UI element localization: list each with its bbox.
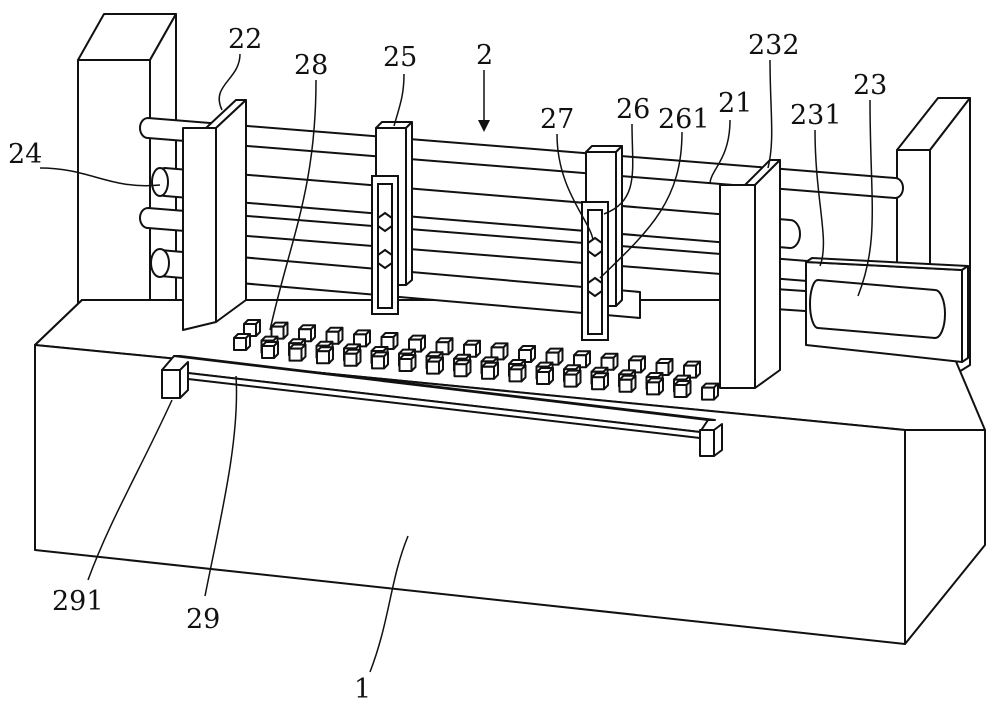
small-block (508, 364, 527, 383)
label-27: 27 (540, 104, 574, 135)
leader-28 (269, 79, 317, 331)
leader-261 (599, 131, 683, 279)
small-block (673, 380, 692, 398)
small-block (646, 377, 664, 396)
small-block (316, 346, 334, 365)
small-block (371, 351, 389, 370)
left-end-plate (182, 99, 247, 331)
leader-25 (393, 73, 405, 127)
base-block (34, 299, 986, 645)
small-block (343, 348, 362, 367)
label-1: 1 (354, 674, 371, 704)
small-block (536, 367, 554, 385)
small-block (426, 356, 444, 375)
rail-29 (161, 355, 723, 457)
label-291: 291 (52, 586, 104, 617)
leader-232 (767, 59, 773, 169)
small-block (481, 361, 499, 380)
label-231: 231 (790, 100, 842, 131)
small-block (261, 341, 279, 359)
label-21: 21 (718, 88, 752, 119)
leader-29 (204, 375, 238, 597)
label-2: 2 (476, 40, 493, 71)
leader-23 (857, 99, 874, 297)
leader-lines (39, 53, 874, 673)
label-24: 24 (8, 139, 42, 170)
small-block (683, 360, 701, 379)
small-block (298, 324, 316, 343)
leader-26 (603, 123, 634, 215)
label-23: 23 (853, 70, 887, 101)
slider-block-25 (371, 121, 413, 315)
leader-1 (369, 535, 409, 673)
small-block (453, 359, 472, 378)
label-25: 25 (383, 42, 417, 73)
label-29: 29 (186, 604, 220, 635)
label-232: 232 (748, 30, 800, 61)
small-block (573, 350, 591, 369)
small-block (563, 369, 582, 388)
block-row (233, 319, 719, 401)
leader-291 (87, 399, 173, 581)
small-block (618, 374, 637, 393)
label-26: 26 (616, 94, 650, 125)
guide-rods (139, 117, 904, 319)
small-block (591, 372, 609, 391)
right-end-plate (719, 159, 781, 389)
small-block (435, 337, 454, 356)
leader-22 (218, 53, 241, 111)
arrow-2 (478, 120, 490, 132)
small-block (701, 382, 719, 401)
leader-21 (709, 119, 731, 185)
slider-block-26 (581, 145, 623, 341)
label-261: 261 (658, 104, 710, 135)
small-block (288, 343, 307, 362)
small-block (380, 332, 399, 350)
leader-231 (814, 129, 825, 267)
leader-27 (556, 133, 594, 241)
leader-24 (39, 167, 161, 187)
small-block (233, 333, 251, 351)
motor-assembly (805, 257, 969, 363)
small-block (398, 354, 417, 372)
reference-labels: 24 22 28 25 2 27 26 261 21 232 231 23 29… (8, 24, 887, 705)
label-28: 28 (294, 50, 328, 81)
small-block (545, 347, 564, 366)
label-22: 22 (228, 24, 262, 55)
small-block (463, 339, 481, 358)
small-block (655, 358, 674, 376)
